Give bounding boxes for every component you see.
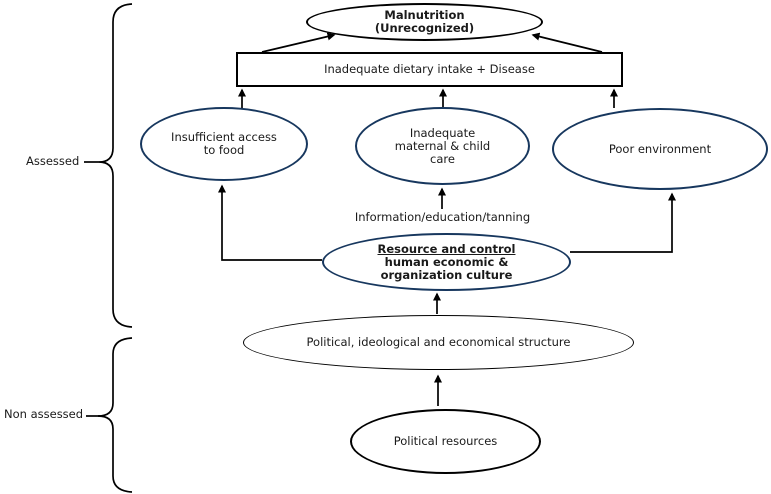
environment-node: Poor environment (552, 108, 768, 190)
dietary-intake-label: Inadequate dietary intake + Disease (324, 62, 535, 76)
arrow-resource-to-food (218, 184, 322, 261)
malnutrition-node: Malnutrition (Unrecognized) (306, 3, 543, 41)
resource-control-node: Resource and control human economic & or… (322, 233, 571, 291)
info-flow-label: Information/education/tanning (354, 210, 531, 224)
arrow-dietary-to-malnutrition-right (531, 32, 603, 53)
maternal-care-node: Inadequate maternal & child care (355, 107, 530, 185)
malnutrition-line2: (Unrecognized) (374, 21, 475, 35)
food-access-line2: to food (203, 143, 245, 157)
maternal-care-line2: maternal & child (394, 138, 491, 153)
malnutrition-line1: Malnutrition (384, 8, 465, 22)
environment-label: Poor environment (608, 141, 712, 156)
arrow-resource-to-environment (570, 192, 676, 253)
assessed-label: Assessed (26, 154, 80, 168)
political-structure-label: Political, ideological and economical st… (306, 335, 571, 349)
food-access-line1: Insufficient access (171, 130, 277, 144)
food-access-node: Insufficient access to food (140, 107, 308, 181)
arrow-dietary-to-malnutrition-left (261, 32, 336, 53)
maternal-care-line1: Inadequate (409, 125, 476, 140)
maternal-care-line3: care (430, 151, 455, 166)
resource-control-line2: human economic & (384, 254, 509, 269)
resource-control-line3: organization culture (380, 267, 513, 282)
non-assessed-bracket (97, 337, 133, 493)
resource-control-line1: Resource and control (377, 241, 516, 256)
political-resources-label: Political resources (393, 434, 498, 448)
dietary-intake-box: Inadequate dietary intake + Disease (236, 52, 623, 87)
non-assessed-label: Non assessed (4, 407, 84, 421)
political-resources-node: Political resources (350, 409, 541, 474)
political-structure-node: Political, ideological and economical st… (243, 315, 634, 370)
assessed-bracket (98, 3, 133, 328)
